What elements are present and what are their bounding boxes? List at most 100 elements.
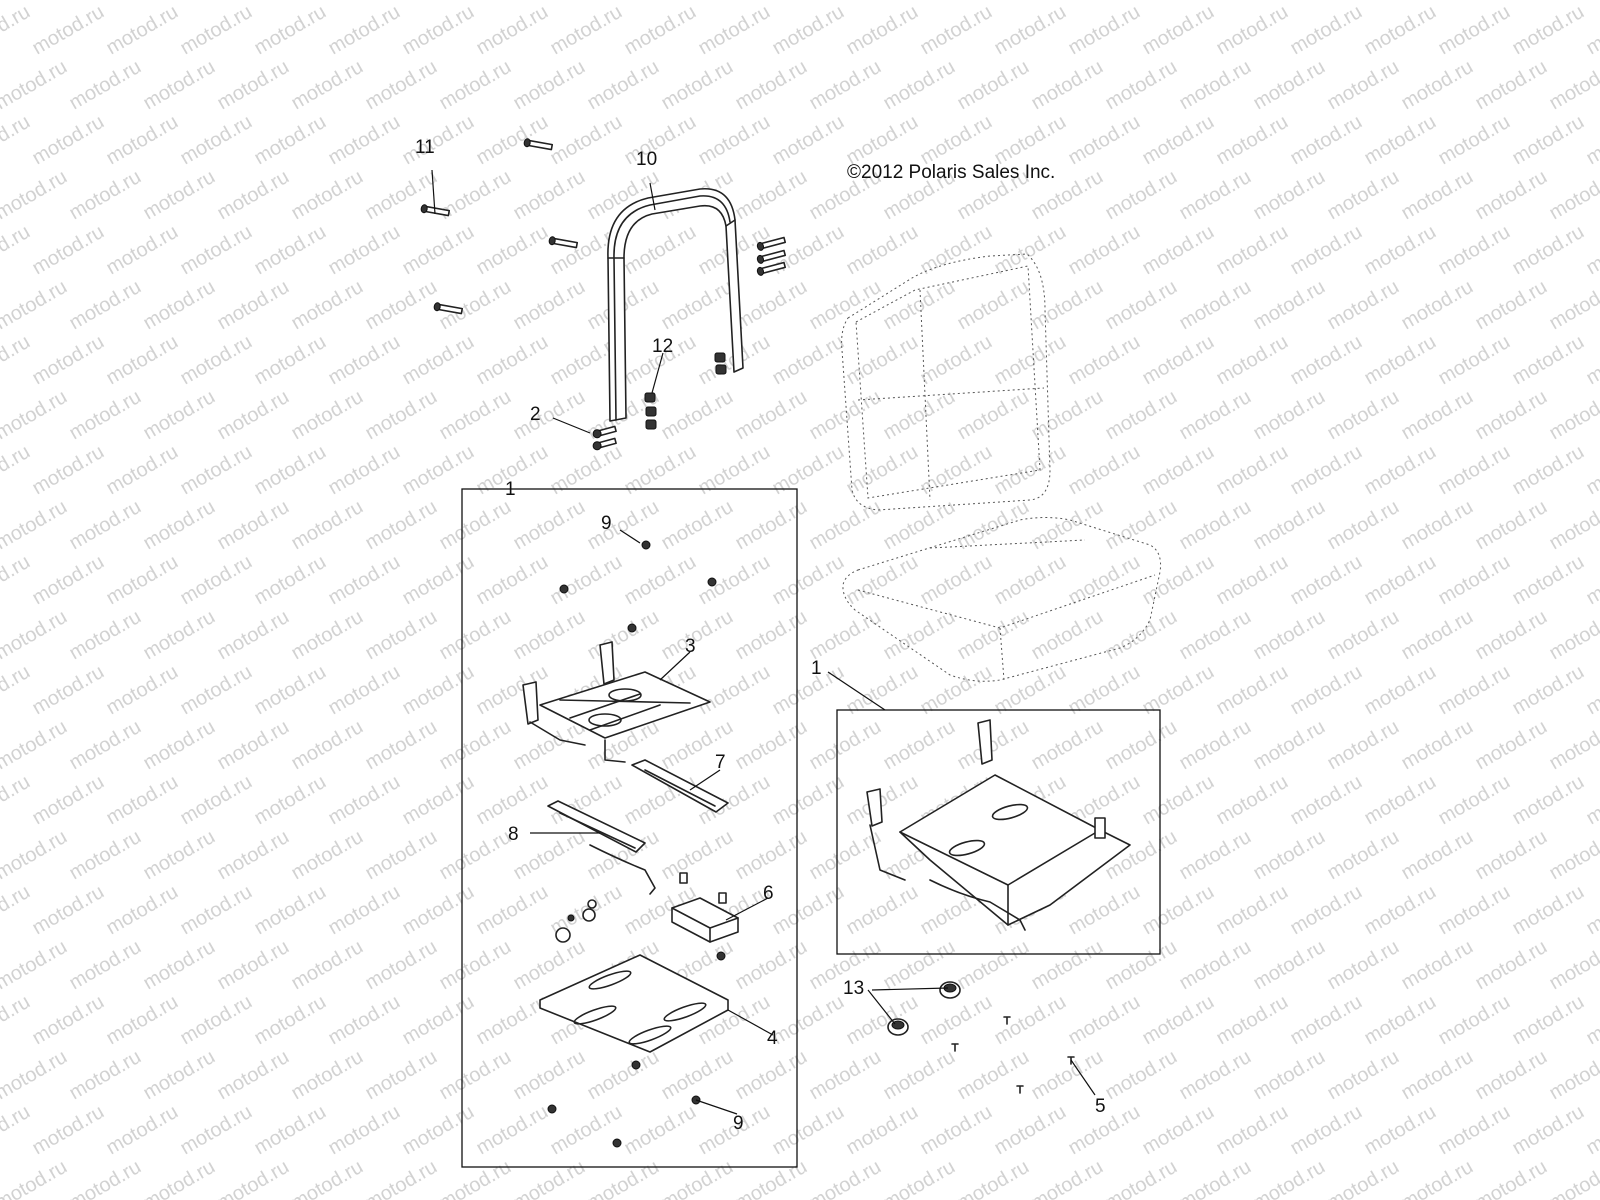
watermark-text: motod.ru bbox=[1213, 111, 1292, 170]
watermark-text: motod.ru bbox=[325, 991, 404, 1050]
watermark-text: motod.ru bbox=[1546, 936, 1600, 995]
watermark-text: motod.ru bbox=[880, 716, 959, 775]
watermark-text: motod.ru bbox=[29, 661, 108, 720]
watermark-text: motod.ru bbox=[1324, 606, 1403, 665]
watermark-text: motod.ru bbox=[66, 276, 145, 335]
watermark-text: motod.ru bbox=[843, 551, 922, 610]
watermark-text: motod.ru bbox=[473, 221, 552, 280]
watermark-text: motod.ru bbox=[140, 936, 219, 995]
watermark-text: motod.ru bbox=[0, 276, 71, 335]
watermark-text: motod.ru bbox=[954, 496, 1033, 555]
watermark-text: motod.ru bbox=[1065, 111, 1144, 170]
watermark-text: motod.ru bbox=[251, 551, 330, 610]
watermark-text: motod.ru bbox=[732, 276, 811, 335]
watermark-text: motod.ru bbox=[769, 661, 848, 720]
watermark-text: motod.ru bbox=[177, 1, 256, 60]
watermark-text: motod.ru bbox=[1472, 386, 1551, 445]
watermark-text: motod.ru bbox=[584, 496, 663, 555]
watermark-text: motod.ru bbox=[1583, 991, 1600, 1050]
watermark-text: motod.ru bbox=[1583, 1101, 1600, 1160]
watermark-text: motod.ru bbox=[1102, 276, 1181, 335]
watermark-text: motod.ru bbox=[1435, 1101, 1514, 1160]
callout-4: 4 bbox=[767, 1028, 778, 1049]
watermark-text: motod.ru bbox=[1435, 991, 1514, 1050]
watermark-text: motod.ru bbox=[214, 716, 293, 775]
watermark-text: motod.ru bbox=[1398, 56, 1477, 115]
slider-rail-8 bbox=[547, 800, 656, 895]
slider-rail-7 bbox=[631, 759, 729, 813]
watermark-text: motod.ru bbox=[251, 991, 330, 1050]
watermark-text: motod.ru bbox=[584, 0, 663, 4]
watermark-text: motod.ru bbox=[917, 331, 996, 390]
watermark-text: motod.ru bbox=[917, 221, 996, 280]
watermark-text: motod.ru bbox=[1398, 0, 1477, 4]
watermark-text: motod.ru bbox=[1250, 166, 1329, 225]
watermark-text: motod.ru bbox=[0, 1101, 34, 1160]
watermark-text: motod.ru bbox=[510, 166, 589, 225]
watermark-text: motod.ru bbox=[1435, 881, 1514, 940]
watermark-text: motod.ru bbox=[658, 386, 737, 445]
watermark-text: motod.ru bbox=[510, 276, 589, 335]
watermark-text: motod.ru bbox=[1213, 331, 1292, 390]
watermark-text: motod.ru bbox=[1435, 221, 1514, 280]
watermark-text: motod.ru bbox=[1139, 331, 1218, 390]
watermark-text: motod.ru bbox=[1435, 441, 1514, 500]
watermark-text: motod.ru bbox=[510, 56, 589, 115]
watermark-text: motod.ru bbox=[1176, 276, 1255, 335]
watermark-text: motod.ru bbox=[140, 606, 219, 665]
watermark-text: motod.ru bbox=[1287, 881, 1366, 940]
watermark-text: motod.ru bbox=[1287, 1, 1366, 60]
watermark-text: motod.ru bbox=[1176, 606, 1255, 665]
watermark-text: motod.ru bbox=[843, 991, 922, 1050]
watermark-text: motod.ru bbox=[1287, 551, 1366, 610]
watermark-text: motod.ru bbox=[399, 331, 478, 390]
watermark-text: motod.ru bbox=[436, 0, 515, 4]
watermark-text: motod.ru bbox=[1324, 826, 1403, 885]
watermark-text: motod.ru bbox=[103, 1, 182, 60]
callout-10: 10 bbox=[636, 149, 657, 170]
watermark-text: motod.ru bbox=[1472, 1046, 1551, 1105]
watermark-text: motod.ru bbox=[0, 936, 71, 995]
watermark-text: motod.ru bbox=[806, 716, 885, 775]
watermark-text: motod.ru bbox=[510, 386, 589, 445]
watermark-text: motod.ru bbox=[399, 1, 478, 60]
watermark-text: motod.ru bbox=[1546, 166, 1600, 225]
watermark-text: motod.ru bbox=[843, 1, 922, 60]
watermark-text: motod.ru bbox=[991, 331, 1070, 390]
callout-6: 6 bbox=[763, 883, 774, 904]
watermark-text: motod.ru bbox=[0, 551, 34, 610]
watermark-text: motod.ru bbox=[325, 771, 404, 830]
watermark-text: motod.ru bbox=[0, 441, 34, 500]
callout-1-left: 1 bbox=[505, 479, 516, 500]
watermark-text: motod.ru bbox=[1139, 221, 1218, 280]
watermark-text: motod.ru bbox=[325, 661, 404, 720]
watermark-text: motod.ru bbox=[362, 386, 441, 445]
watermark-text: motod.ru bbox=[103, 441, 182, 500]
watermark-text: motod.ru bbox=[1176, 496, 1255, 555]
watermark-text: motod.ru bbox=[436, 716, 515, 775]
watermark-text: motod.ru bbox=[1361, 551, 1440, 610]
watermark-text: motod.ru bbox=[843, 331, 922, 390]
watermark-text: motod.ru bbox=[1176, 386, 1255, 445]
watermark-text: motod.ru bbox=[1176, 0, 1255, 4]
watermark-text: motod.ru bbox=[0, 716, 71, 775]
watermark-text: motod.ru bbox=[473, 771, 552, 830]
watermark-text: motod.ru bbox=[473, 111, 552, 170]
watermark-text: motod.ru bbox=[177, 991, 256, 1050]
watermark-text: motod.ru bbox=[1102, 166, 1181, 225]
bolts-11 bbox=[420, 138, 787, 315]
watermark-text: motod.ru bbox=[0, 0, 71, 4]
watermark-text: motod.ru bbox=[214, 606, 293, 665]
watermark-text: motod.ru bbox=[1361, 111, 1440, 170]
watermark-text: motod.ru bbox=[621, 111, 700, 170]
watermark-text: motod.ru bbox=[695, 661, 774, 720]
watermark-text: motod.ru bbox=[66, 496, 145, 555]
watermark-text: motod.ru bbox=[1287, 991, 1366, 1050]
watermark-text: motod.ru bbox=[1361, 661, 1440, 720]
watermark-text: motod.ru bbox=[29, 1101, 108, 1160]
watermark-text: motod.ru bbox=[1102, 936, 1181, 995]
watermark-text: motod.ru bbox=[954, 606, 1033, 665]
watermark-text: motod.ru bbox=[1287, 111, 1366, 170]
watermark-text: motod.ru bbox=[1435, 111, 1514, 170]
